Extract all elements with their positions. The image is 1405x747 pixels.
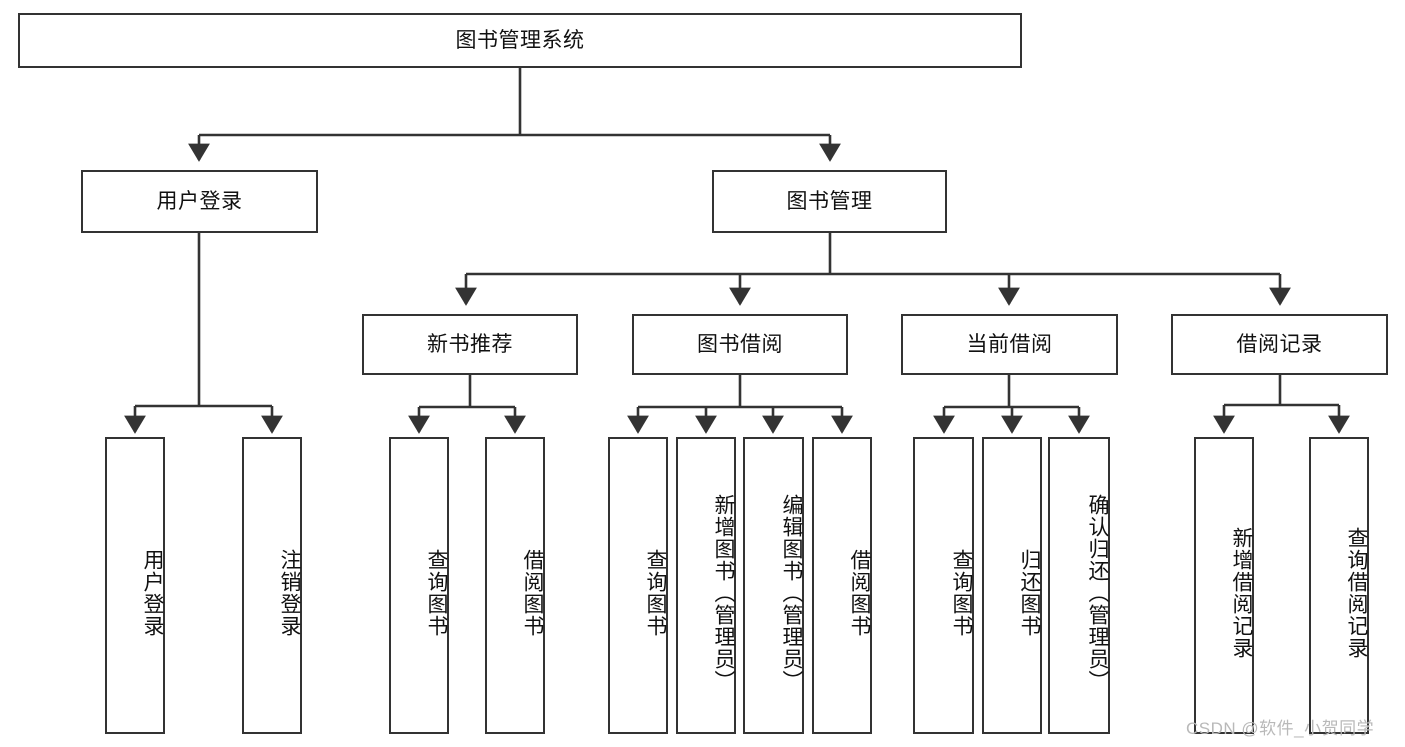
leaf-logout[interactable]: 注销登录	[242, 437, 302, 734]
node-label: 确认归还（管理员）	[1086, 493, 1109, 692]
leaf-confirm-return-admin[interactable]: 确认归还（管理员）	[1048, 437, 1110, 734]
node-book-manage[interactable]: 图书管理	[712, 170, 947, 233]
leaf-borrow-book-recommend[interactable]: 借阅图书	[485, 437, 545, 734]
leaf-query-book-recommend[interactable]: 查询图书	[389, 437, 449, 734]
node-label: 新增图书（管理员）	[712, 493, 735, 692]
node-label: 查询图书	[425, 548, 448, 637]
node-new-book-recommend[interactable]: 新书推荐	[362, 314, 578, 375]
leaf-query-book-current[interactable]: 查询图书	[913, 437, 974, 734]
node-root-system[interactable]: 图书管理系统	[18, 13, 1022, 68]
leaf-add-borrow-record[interactable]: 新增借阅记录	[1194, 437, 1254, 734]
leaf-borrow-book[interactable]: 借阅图书	[812, 437, 872, 734]
node-label: 图书管理系统	[455, 28, 585, 52]
node-label: 图书管理	[786, 189, 873, 213]
node-user-login[interactable]: 用户登录	[81, 170, 318, 233]
node-borrow-record[interactable]: 借阅记录	[1171, 314, 1388, 375]
node-label: 编辑图书（管理员）	[780, 493, 803, 692]
node-label: 查询图书	[950, 548, 973, 637]
node-label: 查询图书	[644, 548, 667, 637]
node-label: 用户登录	[156, 189, 243, 213]
leaf-return-book[interactable]: 归还图书	[982, 437, 1042, 734]
node-label: 借阅图书	[521, 548, 544, 637]
node-label: 用户登录	[141, 548, 164, 637]
node-current-borrow[interactable]: 当前借阅	[901, 314, 1118, 375]
node-label: 新增借阅记录	[1230, 526, 1253, 659]
node-label: 注销登录	[278, 548, 301, 637]
node-label: 借阅记录	[1236, 332, 1323, 356]
leaf-query-book-borrow[interactable]: 查询图书	[608, 437, 668, 734]
node-book-borrow[interactable]: 图书借阅	[632, 314, 848, 375]
node-label: 新书推荐	[427, 332, 513, 356]
leaf-add-book-admin[interactable]: 新增图书（管理员）	[676, 437, 736, 734]
node-label: 借阅图书	[848, 548, 871, 637]
node-label: 图书借阅	[697, 332, 783, 356]
leaf-user-login[interactable]: 用户登录	[105, 437, 165, 734]
node-label: 查询借阅记录	[1345, 526, 1368, 659]
leaf-query-borrow-record[interactable]: 查询借阅记录	[1309, 437, 1369, 734]
watermark: CSDN @软件_小贺同学	[1186, 719, 1375, 738]
node-label: 归还图书	[1018, 548, 1041, 637]
leaf-edit-book-admin[interactable]: 编辑图书（管理员）	[743, 437, 804, 734]
node-label: 当前借阅	[966, 332, 1053, 356]
